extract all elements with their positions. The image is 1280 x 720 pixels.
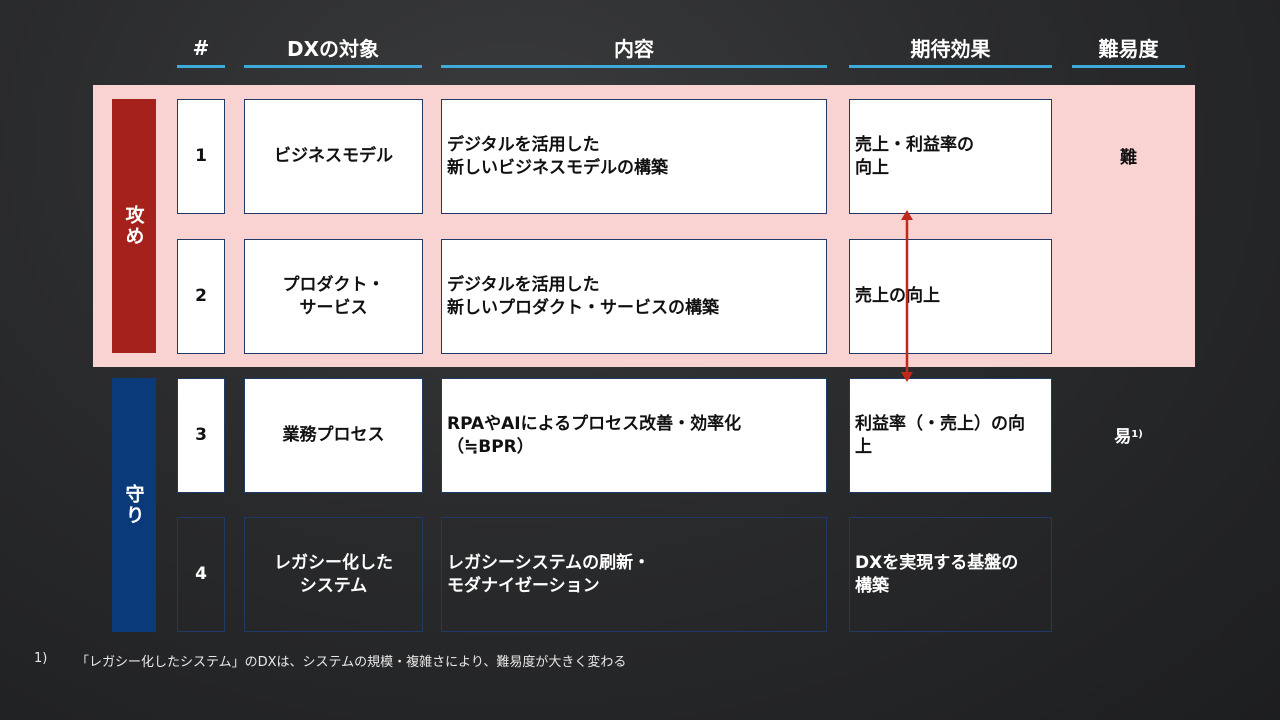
row-2-target: プロダクト・ サービス <box>244 239 423 354</box>
row-3-target: 業務プロセス <box>244 378 423 493</box>
header-difficulty: 難易度 <box>1072 30 1185 68</box>
row-3-effect: 利益率（・売上）の向 上 <box>849 378 1052 493</box>
row-4-num: 4 <box>177 517 225 632</box>
difficulty-easy-note: 1) <box>1131 428 1143 440</box>
row-3-num: 3 <box>177 378 225 493</box>
header-target: DXの対象 <box>244 30 422 68</box>
row-1-effect: 売上・利益率の 向上 <box>849 99 1052 214</box>
header-effect: 期待効果 <box>849 30 1052 68</box>
header-content: 内容 <box>441 30 827 68</box>
row-2-content: デジタルを活用した 新しいプロダクト・サービスの構築 <box>441 239 827 354</box>
row-2-num: 2 <box>177 239 225 354</box>
group-label-defense: 守り <box>112 378 156 632</box>
footnote: 1) 「レガシー化したシステム」のDXは、システムの規模・複雑さにより、難易度が… <box>34 651 834 671</box>
footnote-text: 「レガシー化したシステム」のDXは、システムの規模・複雑さにより、難易度が大きく… <box>76 655 627 670</box>
row-4-content: レガシーシステムの刷新・ モダナイゼーション <box>441 517 827 632</box>
group-label-attack: 攻め <box>112 99 156 353</box>
double-arrow-icon <box>901 210 913 382</box>
row-4-effect: DXを実現する基盤の 構築 <box>849 517 1052 632</box>
row-4-target: レガシー化した システム <box>244 517 423 632</box>
footnote-mark: 1) <box>34 651 48 666</box>
row-1-num: 1 <box>177 99 225 214</box>
row-1-content: デジタルを活用した 新しいビジネスモデルの構築 <box>441 99 827 214</box>
row-2-effect: 売上の向上 <box>849 239 1052 354</box>
difficulty-hard: 難 <box>1120 147 1137 168</box>
difficulty-easy: 易 <box>1114 426 1132 447</box>
header-num: # <box>177 30 225 68</box>
row-3-content: RPAやAIによるプロセス改善・効率化 （≒BPR） <box>441 378 827 493</box>
row-1-target: ビジネスモデル <box>244 99 423 214</box>
